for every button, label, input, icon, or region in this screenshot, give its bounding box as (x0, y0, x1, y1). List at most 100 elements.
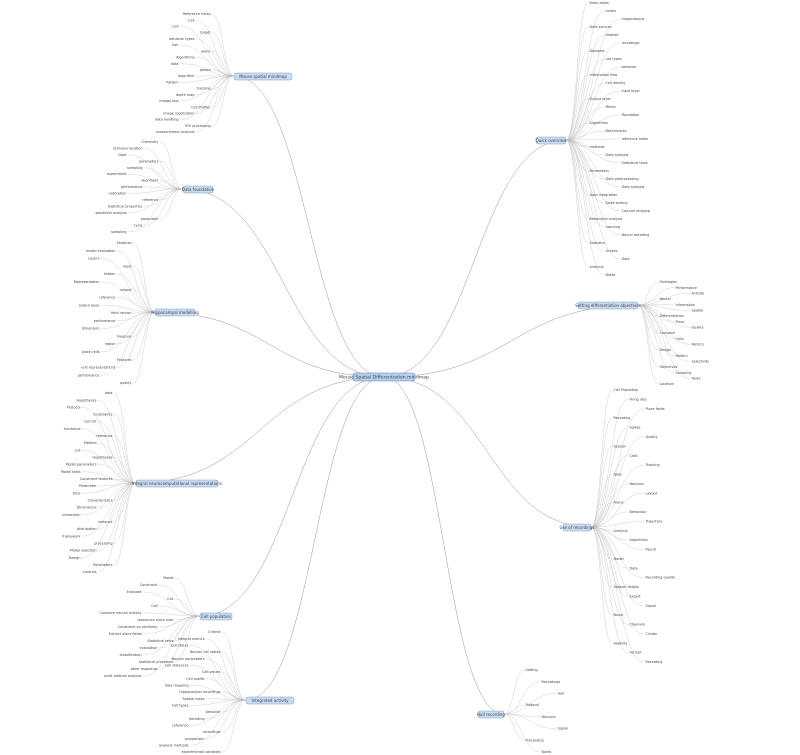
leaf-label[interactable]: Reference notes (183, 12, 211, 16)
leaf-label[interactable]: Cell (188, 18, 194, 22)
leaf-label[interactable]: Data analysis (622, 185, 645, 189)
leaf-label[interactable]: Constraints (93, 413, 113, 417)
topic-node[interactable]: Integral neurocomputational representati… (132, 479, 222, 488)
leaf-label[interactable]: processing (94, 541, 112, 545)
leaf-label[interactable]: Stability (614, 641, 628, 645)
leaf-label[interactable]: Neuron cell states (190, 650, 221, 654)
leaf-label[interactable]: Firing rate (630, 397, 647, 401)
leaf-label[interactable]: algorithm (178, 74, 195, 78)
root-node[interactable]: Mouse Spatial Differentiation mindmap (339, 372, 429, 382)
leaf-label[interactable]: Tasks (691, 376, 701, 380)
leaf-label[interactable]: measure (117, 334, 132, 338)
leaf-label[interactable]: data handling (155, 118, 178, 122)
leaf-label[interactable]: Stimulus location (113, 147, 142, 151)
leaf-label[interactable]: Selectivity (692, 359, 710, 363)
leaf-label[interactable]: Benchmarks (606, 129, 627, 133)
leaf-label[interactable]: Model selection (70, 549, 97, 553)
leaf-label[interactable]: reference (99, 296, 115, 300)
leaf-label[interactable]: model evaluation (86, 249, 115, 253)
topic-node[interactable]: Hall recording (477, 710, 505, 719)
leaf-label[interactable]: Neural (660, 297, 671, 301)
leaf-label[interactable]: Quality (646, 435, 658, 439)
leaf-label[interactable]: methods (590, 145, 605, 149)
leaf-label[interactable]: Data (614, 473, 622, 477)
leaf-label[interactable]: Cell density (606, 81, 626, 85)
leaf-label[interactable]: Analysis (590, 265, 604, 269)
leaf-label[interactable]: parameter (141, 217, 160, 221)
leaf-label[interactable]: unit representations (81, 366, 116, 370)
leaf-label[interactable]: Tracking (645, 463, 660, 467)
leaf-label[interactable]: hidden (104, 272, 116, 276)
leaf-label[interactable]: reference (172, 723, 188, 727)
leaf-label[interactable]: tracking (197, 87, 211, 91)
leaf-label[interactable]: Hippocampal recordings (179, 690, 220, 694)
leaf-label[interactable]: parameters (139, 159, 159, 163)
leaf-label[interactable]: Evaluate (127, 590, 142, 594)
leaf-label[interactable]: reference (142, 198, 158, 202)
leaf-label[interactable]: Spike sorting (606, 201, 628, 205)
leaf-label[interactable]: Location (660, 382, 674, 386)
leaf-label[interactable]: Cell distances (165, 663, 189, 667)
leaf-label[interactable]: Place fields (646, 407, 665, 411)
leaf-label[interactable]: Noise (614, 613, 623, 617)
leaf-label[interactable]: Channels (630, 623, 646, 627)
leaf-label[interactable]: interaction (62, 513, 80, 517)
leaf-label[interactable]: performance (94, 319, 116, 323)
leaf-label[interactable]: data (105, 391, 113, 395)
leaf-label[interactable]: Data integration (590, 193, 618, 197)
leaf-label[interactable]: ImageJ tool (159, 99, 178, 103)
leaf-label[interactable]: dataset (606, 33, 619, 37)
leaf-label[interactable]: Analysis (614, 529, 628, 533)
leaf-label[interactable]: Model tests (61, 470, 81, 474)
topic-node[interactable]: Mouse spatial mindmap (233, 72, 293, 81)
leaf-label[interactable]: experiment (107, 172, 127, 176)
leaf-label[interactable]: Recording (646, 660, 663, 664)
leaf-label[interactable]: Parameters (590, 169, 610, 173)
leaf-label[interactable]: evaluation (140, 646, 158, 650)
topic-node[interactable]: Cell population (199, 612, 233, 621)
leaf-label[interactable]: Data preprocessing (606, 177, 639, 181)
leaf-label[interactable]: target (200, 31, 211, 35)
leaf-label[interactable]: Hall (558, 692, 565, 696)
leaf-label[interactable]: Parameters (93, 563, 113, 567)
leaf-label[interactable]: behavior (622, 65, 637, 69)
leaf-label[interactable]: Spikes (630, 426, 641, 430)
leaf-label[interactable]: Cell (172, 25, 178, 29)
leaf-label[interactable]: statistical properties (108, 204, 143, 208)
leaf-label[interactable]: Pattern (676, 354, 688, 358)
leaf-label[interactable]: Objectives (660, 365, 678, 369)
leaf-label[interactable]: Signal (558, 727, 568, 731)
leaf-label[interactable]: Neural decoding (622, 233, 650, 237)
leaf-label[interactable]: other mappings (131, 667, 158, 671)
topic-node[interactable]: Integrated activity (245, 696, 295, 705)
leaf-label[interactable]: behavior types (169, 37, 195, 41)
leaf-label[interactable]: place cells (82, 350, 100, 354)
leaf-label[interactable]: Cell (151, 604, 157, 608)
leaf-label[interactable]: Information flow (590, 73, 618, 77)
leaf-label[interactable]: Setting (526, 668, 538, 672)
leaf-label[interactable]: Notes (542, 750, 552, 754)
leaf-label[interactable]: Extract place fields (109, 632, 142, 636)
leaf-label[interactable]: analysis methods (159, 743, 189, 747)
leaf-label[interactable]: sampling (127, 166, 143, 170)
leaf-label[interactable]: Export (630, 594, 642, 598)
leaf-label[interactable]: Performance (676, 286, 698, 290)
leaf-label[interactable]: Data (630, 566, 638, 570)
leaf-label[interactable]: recordings (203, 730, 221, 734)
leaf-label[interactable]: Constraint on similarity (118, 625, 158, 629)
leaf-label[interactable]: data mapping (165, 683, 189, 687)
leaf-label[interactable]: Representation (74, 280, 100, 284)
leaf-label[interactable]: Session (614, 444, 627, 448)
leaf-label[interactable]: Differentiation (660, 314, 684, 318)
leaf-label[interactable]: Format (630, 651, 643, 655)
leaf-label[interactable]: region (105, 342, 116, 346)
leaf-label[interactable]: Cell types (172, 703, 189, 707)
leaf-label[interactable]: Chemistry (141, 140, 158, 144)
leaf-label[interactable]: Datasets (590, 49, 605, 53)
leaf-label[interactable]: Cells (630, 454, 638, 458)
leaf-label[interactable]: period (200, 68, 211, 72)
leaf-label[interactable]: variance (98, 520, 113, 524)
leaf-label[interactable]: depth map (176, 93, 194, 97)
leaf-label[interactable]: Quality (692, 325, 704, 329)
leaf-label[interactable]: Learning (606, 225, 621, 229)
